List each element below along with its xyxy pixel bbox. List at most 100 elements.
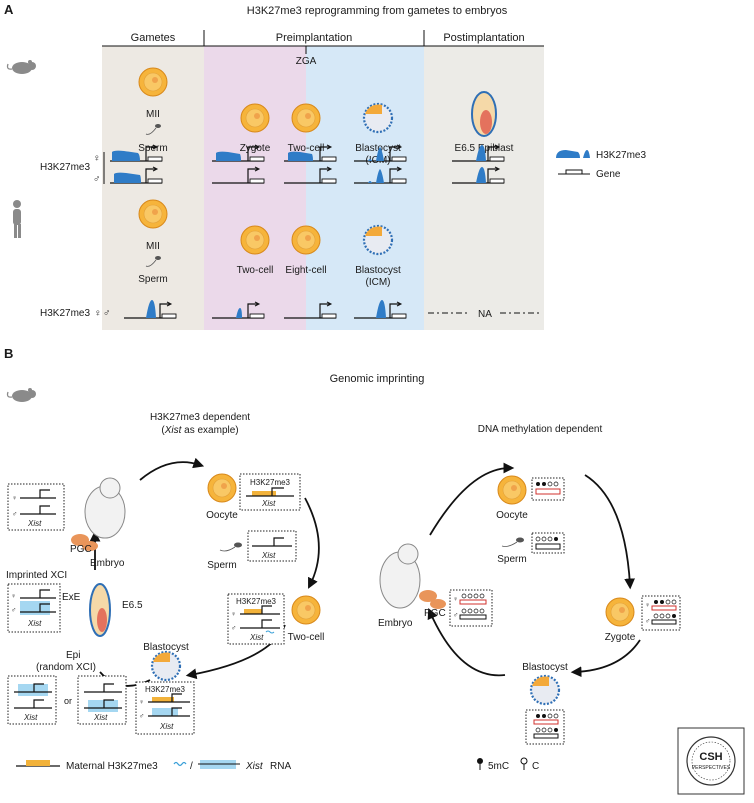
legend-maternal: Maternal H3K27me3 <box>66 761 158 772</box>
svg-text:H3K27me3: H3K27me3 <box>250 478 291 487</box>
mouse-two-cell-icon <box>291 103 321 133</box>
human-eight-cell-icon <box>291 225 321 255</box>
right-blastocyst-label: Blastocyst <box>522 662 568 673</box>
postimplantation-bg <box>424 46 544 330</box>
header-postimplantation: Postimplantation <box>443 32 524 44</box>
left-title-line2: (Xist as example) <box>161 425 238 436</box>
svg-text:Xist: Xist <box>27 619 42 628</box>
left-pgc-label: PGC <box>70 544 92 555</box>
left-epi-label: Epi <box>66 650 80 661</box>
right-oocyte-icon <box>497 475 527 505</box>
svg-text:Xist: Xist <box>159 722 174 731</box>
legend-gene-swatch <box>558 169 590 175</box>
header-preimplantation: Preimplantation <box>276 32 352 44</box>
right-title: DNA methylation dependent <box>478 424 603 435</box>
zga-label: ZGA <box>296 56 317 67</box>
mouse-mii-egg-icon <box>138 67 168 97</box>
header-gametes: Gametes <box>131 32 176 44</box>
arrow-oocyte-to-two-cell <box>304 497 320 589</box>
mouse-sperm-icon <box>145 124 161 135</box>
legend-gene: Gene <box>596 169 621 180</box>
svg-text:♀: ♀ <box>11 593 16 600</box>
box-pgc <box>7 483 65 531</box>
arrow-zygote-to-blastocyst-right <box>570 639 641 678</box>
right-sperm-label: Sperm <box>497 554 526 565</box>
left-sperm-icon <box>219 542 242 552</box>
svg-text:Xist: Xist <box>249 633 264 642</box>
svg-text:♀: ♀ <box>231 611 236 618</box>
svg-text:♀: ♀ <box>453 596 458 603</box>
arrow-blastocyst-to-embryo-right <box>427 608 506 677</box>
mouse-two-cell-label: Two-cell <box>288 143 325 154</box>
svg-text:CSH: CSH <box>699 751 722 763</box>
right-oocyte-label: Oocyte <box>496 510 528 521</box>
right-blastocyst-icon <box>529 674 561 706</box>
csh-logo: CSH PERSPECTIVES <box>677 727 745 795</box>
human-mii-egg-icon <box>138 199 168 229</box>
human-mii-label: MII <box>146 241 160 252</box>
imprinted-xci-label: Imprinted XCI <box>6 570 67 581</box>
right-pgc-label: PGC <box>424 608 446 619</box>
legend-5mc: 5mC <box>488 761 509 772</box>
right-sperm-icon <box>501 537 524 547</box>
svg-text:♂: ♂ <box>453 612 458 619</box>
svg-text:Xist: Xist <box>27 519 42 528</box>
epiblast-icon <box>471 91 497 137</box>
svg-text:Xist: Xist <box>93 713 108 722</box>
legend-c: C <box>532 761 539 772</box>
legend-c-icon <box>520 757 528 770</box>
svg-text:♀: ♀ <box>645 602 650 609</box>
svg-text:H3K27me3: H3K27me3 <box>236 597 277 606</box>
svg-text:Xist: Xist <box>261 499 276 508</box>
human-two-cell-label: Two-cell <box>237 265 274 276</box>
svg-text:Xist: Xist <box>23 713 38 722</box>
legend-peak-swatch <box>556 150 580 158</box>
svg-text:H3K27me3: H3K27me3 <box>145 685 186 694</box>
svg-text:♀: ♀ <box>139 699 144 706</box>
human-blastocyst-icon <box>362 224 394 256</box>
arrow-oocyte-to-zygote <box>584 474 636 590</box>
human-two-cell-icon <box>240 225 270 255</box>
right-embryo-label: Embryo <box>378 618 413 629</box>
right-zygote-label: Zygote <box>605 632 636 643</box>
left-embryo-icon <box>71 477 126 551</box>
panel-b-letter: B <box>4 346 13 361</box>
arrow-embryo-to-oocyte <box>139 457 205 481</box>
human-sperm-label: Sperm <box>138 274 167 285</box>
left-two-cell-label: Two-cell <box>288 632 325 643</box>
mouse-mii-label: MII <box>146 109 160 120</box>
legend-rna: RNA <box>270 761 291 772</box>
svg-text:♀: ♀ <box>12 495 17 502</box>
svg-text:♂: ♂ <box>11 607 16 614</box>
legend-h3k27me3: H3K27me3 <box>596 150 646 161</box>
human-eight-cell-label: Eight-cell <box>285 265 326 276</box>
svg-text:♂: ♂ <box>231 625 236 632</box>
panel-a-title: H3K27me3 reprogramming from gametes to e… <box>247 5 508 17</box>
legend-xist: Xist <box>245 761 264 772</box>
svg-text:♂: ♂ <box>645 618 650 625</box>
mouse-blastocyst-label: Blastocyst <box>355 143 401 154</box>
mouse-h3k27me3-label: H3K27me3 <box>40 162 90 173</box>
left-oocyte-icon <box>207 473 237 503</box>
male-symbol-mouse: ♂ <box>93 174 101 185</box>
human-blastocyst-label: Blastocyst <box>355 265 401 276</box>
left-exe-label: ExE <box>62 592 81 603</box>
legend-5mc-icon <box>477 758 483 770</box>
human-sperm-icon <box>145 256 161 267</box>
svg-text:♂: ♂ <box>139 713 144 720</box>
female-symbol-human: ♀ <box>94 308 102 319</box>
arrow-embryo-to-oocyte-right <box>429 462 515 536</box>
pre-zga-bg <box>204 46 306 330</box>
legend-xist-squiggle <box>173 761 187 767</box>
human-h3k27me3-label: H3K27me3 <box>40 308 90 319</box>
left-e65-label: E6.5 <box>122 600 143 611</box>
mouse-zygote-icon <box>240 103 270 133</box>
mouse-icon <box>6 59 37 75</box>
right-embryo-icon <box>379 543 446 609</box>
na-label: NA <box>478 309 492 320</box>
legend-slash: / <box>190 761 193 772</box>
svg-text:PERSPECTIVES: PERSPECTIVES <box>692 765 731 771</box>
left-sperm-label: Sperm <box>207 560 236 571</box>
right-box-sperm <box>531 532 565 554</box>
